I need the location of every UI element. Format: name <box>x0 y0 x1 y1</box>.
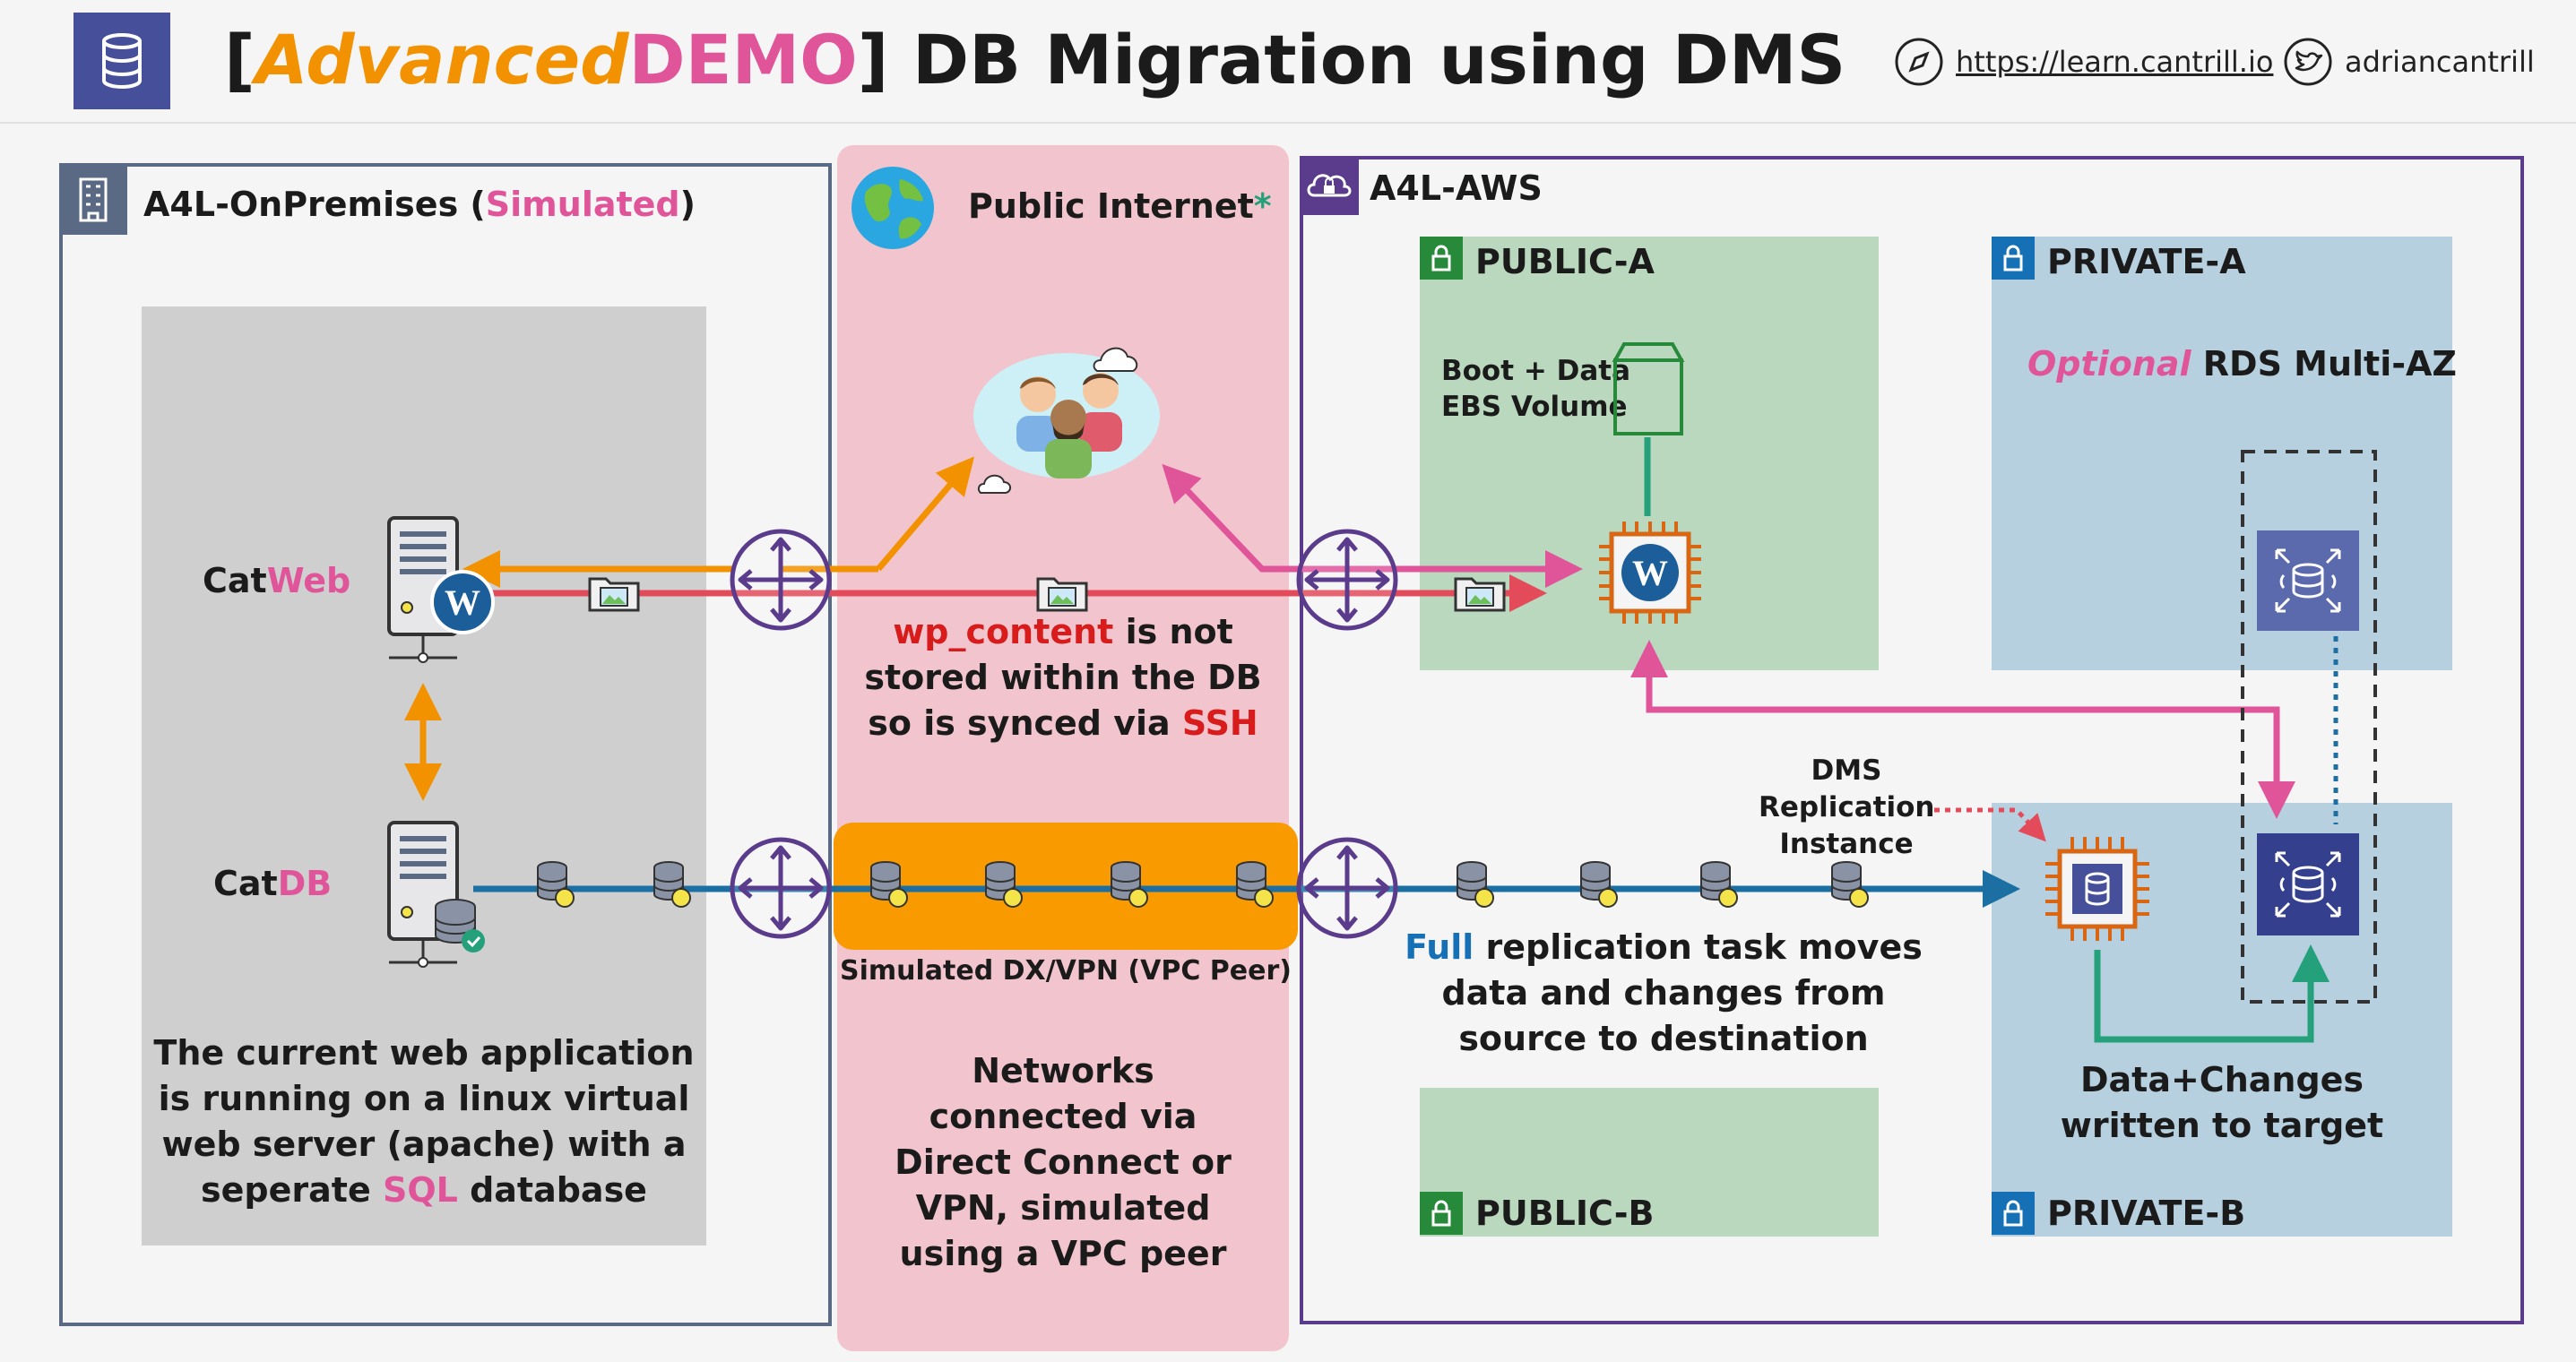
catdb-server-icon <box>380 819 498 970</box>
aws-cloud-lock-icon <box>1300 156 1359 215</box>
data-packet-icon <box>1108 860 1151 910</box>
wordpress-ec2-icon: W <box>1595 518 1705 627</box>
catweb-to-internet-arrow <box>876 456 975 572</box>
twitter-icon <box>2282 36 2334 88</box>
aws-title: A4L-AWS <box>1370 168 1543 208</box>
data-packet-icon <box>1454 860 1497 910</box>
data-packet-icon <box>1578 860 1621 910</box>
data-packet-icon <box>651 860 694 910</box>
ebs-volume-icon <box>1612 340 1685 437</box>
twitter-handle[interactable]: adriancantrill <box>2345 45 2535 79</box>
dms-label: DMS Replication Instance <box>1759 754 1935 860</box>
folder-icon <box>586 570 644 615</box>
users-cloud-icon <box>966 333 1165 496</box>
private-a-label: PRIVATE-A <box>2047 242 2246 281</box>
aws-region <box>1300 156 2524 1324</box>
header-bar <box>0 0 2576 124</box>
replication-note: Full replication task moves data and cha… <box>1405 927 1923 1058</box>
data-packet-icon <box>982 860 1025 910</box>
subnet-public-b <box>1420 1088 1879 1237</box>
data-packet-icon <box>534 860 577 910</box>
web-to-rds-arrow <box>1646 706 2295 819</box>
data-packet-icon <box>1698 860 1741 910</box>
ssh-note: wp_content is not stored within the DB s… <box>864 612 1262 743</box>
folder-icon <box>1452 570 1509 615</box>
data-packet-icon <box>868 860 911 910</box>
data-packet-icon <box>1828 860 1871 910</box>
website-link[interactable]: https://learn.cantrill.io <box>1956 45 2274 79</box>
router-icon <box>1294 835 1400 941</box>
public-b-label: PUBLIC-B <box>1475 1194 1655 1233</box>
rds-primary-icon <box>2257 833 2359 935</box>
page-title: [AdvancedDEMO] DB Migration using DMS <box>224 20 1846 99</box>
compass-icon <box>1893 36 1945 88</box>
folder-icon <box>1034 570 1092 615</box>
catdb-label: CatDB <box>213 864 333 903</box>
subnet-lock-icon <box>1992 1192 2035 1235</box>
router-icon <box>728 835 834 941</box>
onprem-region <box>59 163 832 1326</box>
building-icon <box>59 163 127 235</box>
dms-to-target-arrow <box>2094 944 2330 1043</box>
onprem-description: The current web application is running o… <box>153 1033 695 1210</box>
target-note: Data+Changes written to target <box>2060 1060 2384 1145</box>
rds-standby-icon <box>2257 530 2359 631</box>
catweb-server-icon: W <box>380 514 498 665</box>
network-note: Networks connected via Direct Connect or… <box>895 1051 1232 1273</box>
dx-vpn-label: Simulated DX/VPN (VPC Peer) <box>840 955 1292 987</box>
public-internet-title: Public Internet* <box>968 186 1272 226</box>
router-icon <box>728 527 834 633</box>
rds-multi-az-label: Optional RDS Multi-AZ <box>2027 344 2457 384</box>
ebs-label: Boot + Data EBS Volume <box>1441 355 1630 423</box>
svg-text:W: W <box>445 582 480 623</box>
public-a-label: PUBLIC-A <box>1475 242 1655 281</box>
private-b-label: PRIVATE-B <box>2047 1194 2246 1233</box>
globe-icon <box>846 161 939 254</box>
onprem-title: A4L-OnPremises (Simulated) <box>143 185 696 224</box>
catweb-label: CatWeb <box>203 561 351 600</box>
subnet-lock-icon <box>1420 1192 1463 1235</box>
data-packet-icon <box>1233 860 1276 910</box>
subnet-lock-icon <box>1420 237 1463 280</box>
dms-instance-icon <box>2042 833 2153 944</box>
multi-az-dashed-box <box>2241 450 2377 1004</box>
router-icon <box>1294 527 1400 633</box>
subnet-lock-icon <box>1992 237 2035 280</box>
public-internet-region <box>837 145 1289 1351</box>
database-logo-icon <box>73 13 170 109</box>
svg-text:W: W <box>1632 553 1668 593</box>
